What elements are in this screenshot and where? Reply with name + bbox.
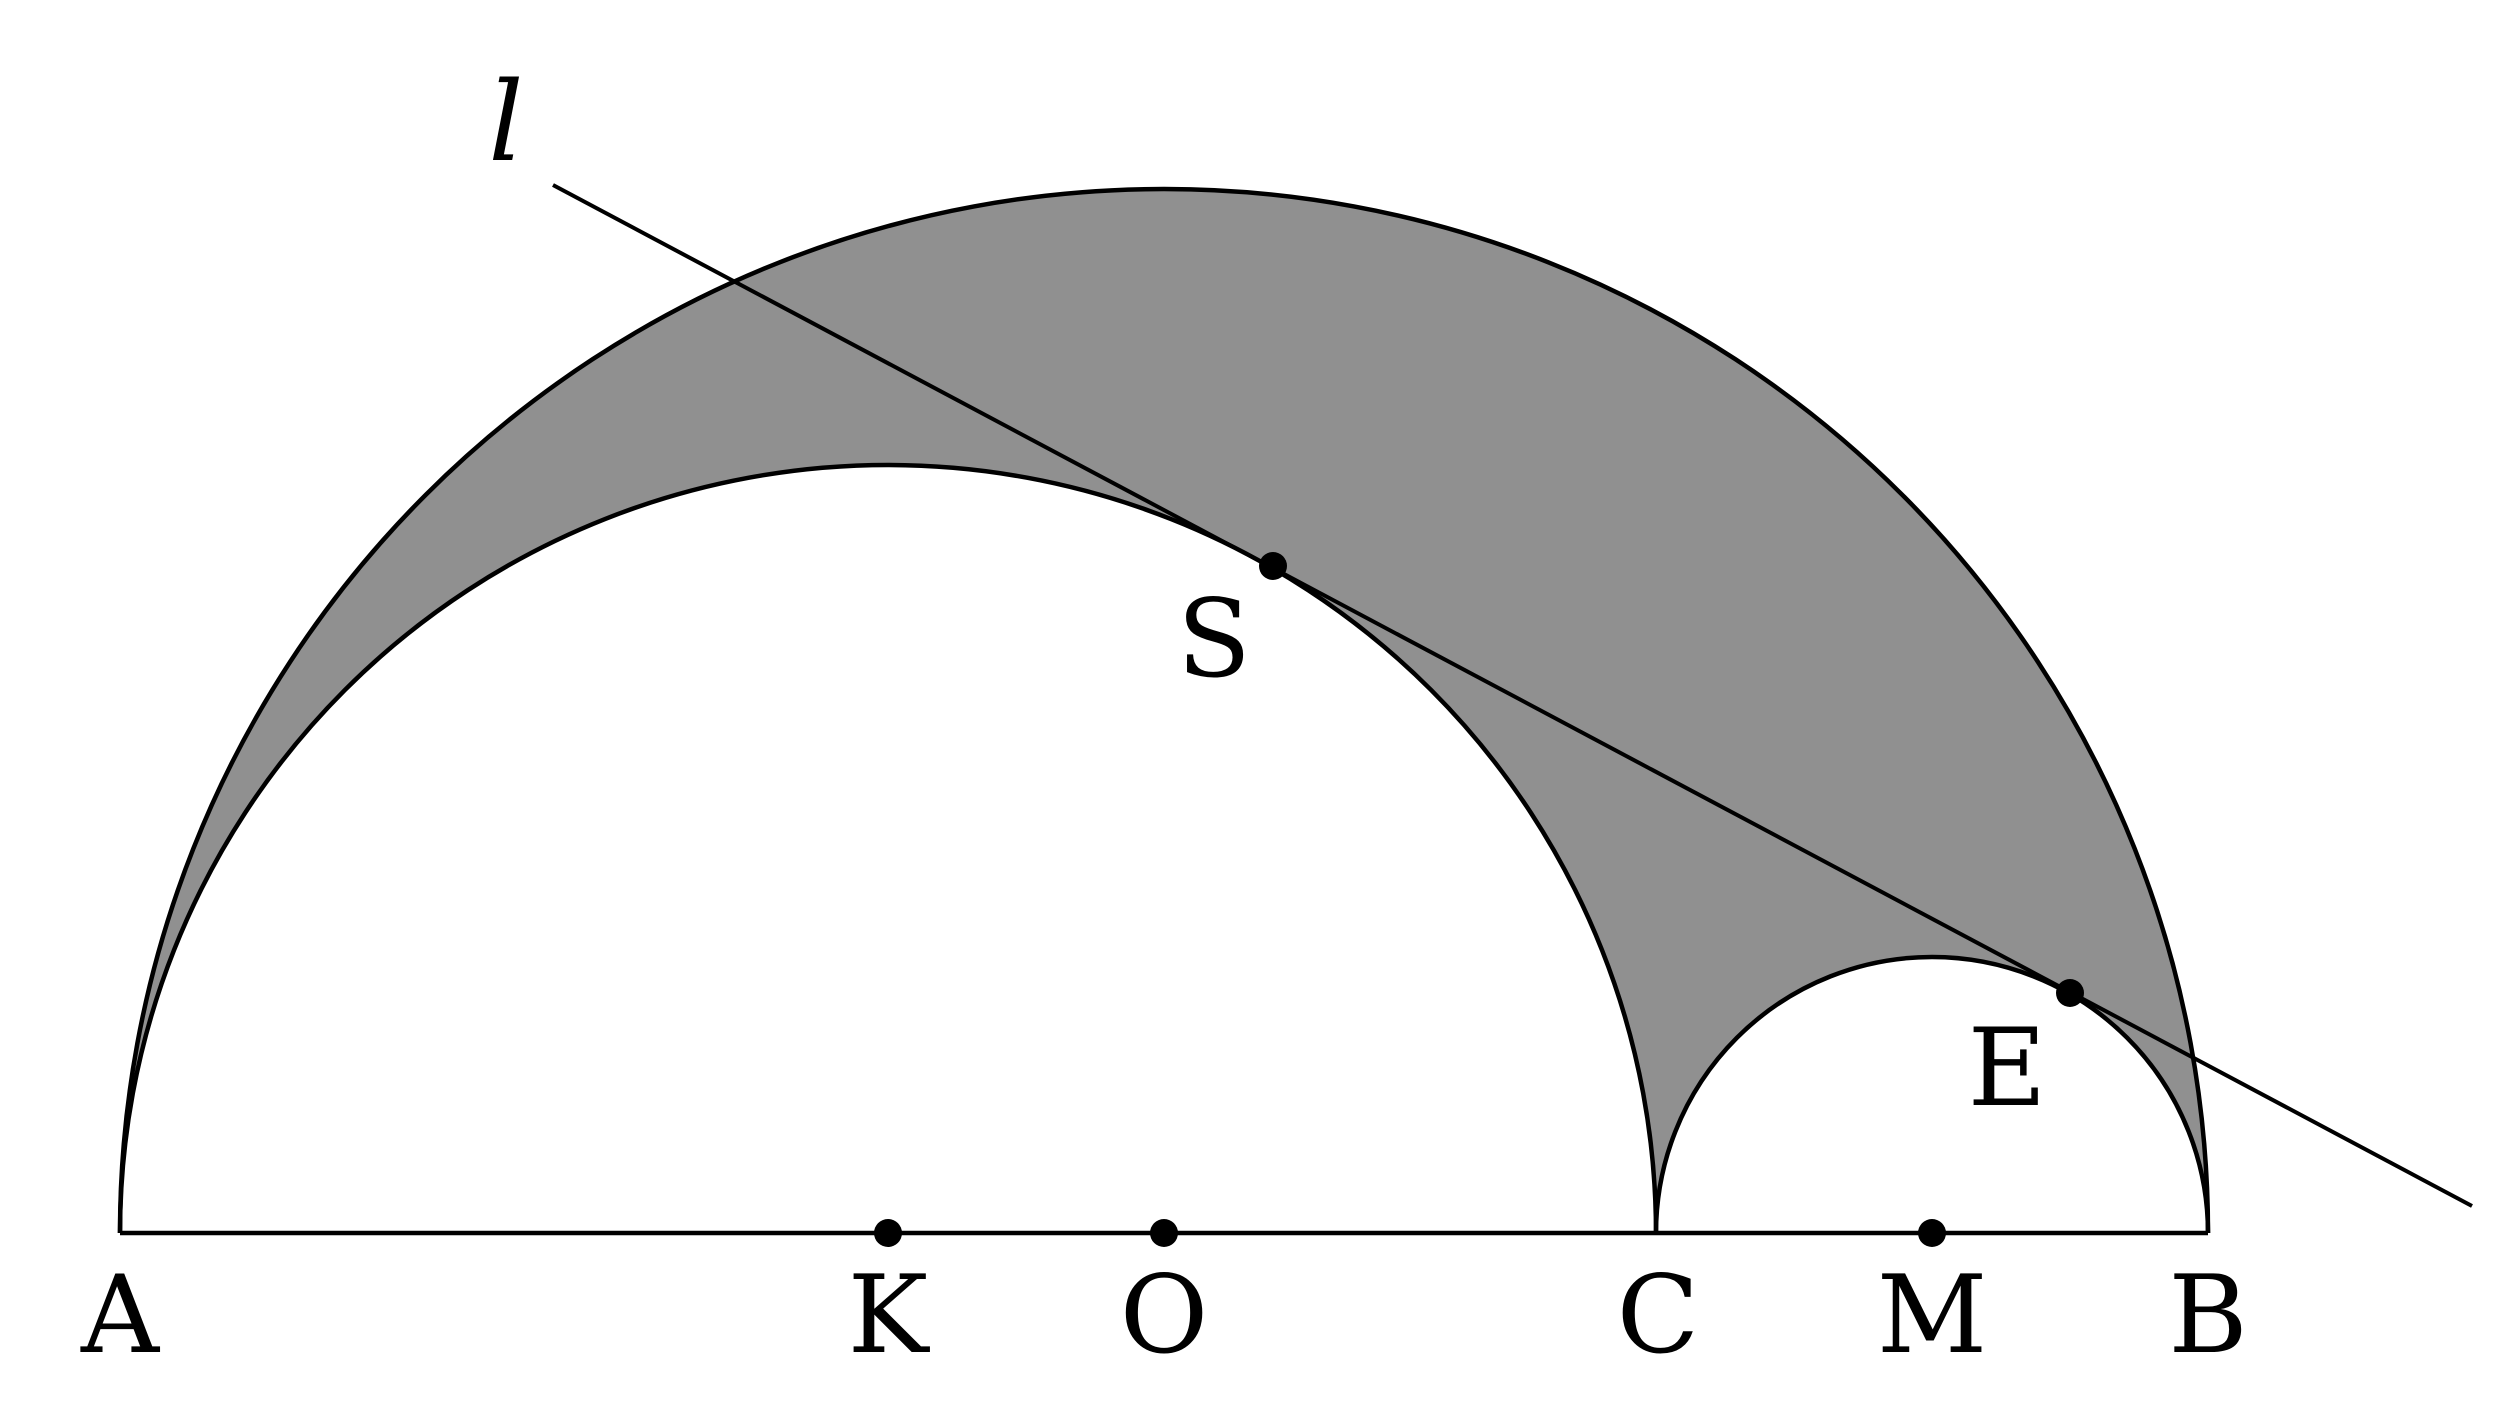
tangent-line-l [552, 183, 2473, 1208]
label-c: C [1617, 1253, 1700, 1378]
left-semicircle-arc [117, 462, 1659, 1234]
point-k [874, 1219, 902, 1247]
line-label-l: l [488, 58, 523, 186]
shaded-arbelos-region [120, 189, 2208, 1233]
label-o: O [1120, 1253, 1209, 1378]
label-e: E [1968, 1006, 2047, 1131]
right-semicircle-arc [1653, 954, 2211, 1234]
label-a: A [80, 1253, 161, 1378]
label-m: M [1877, 1253, 1988, 1378]
label-k: K [848, 1253, 931, 1378]
label-s: S [1177, 577, 1251, 702]
point-s [1259, 552, 1287, 580]
point-o [1150, 1219, 1178, 1247]
label-b: B [2168, 1253, 2247, 1378]
point-e [2056, 979, 2084, 1007]
large-semicircle-arc [117, 186, 2211, 1234]
point-m [1918, 1219, 1946, 1247]
